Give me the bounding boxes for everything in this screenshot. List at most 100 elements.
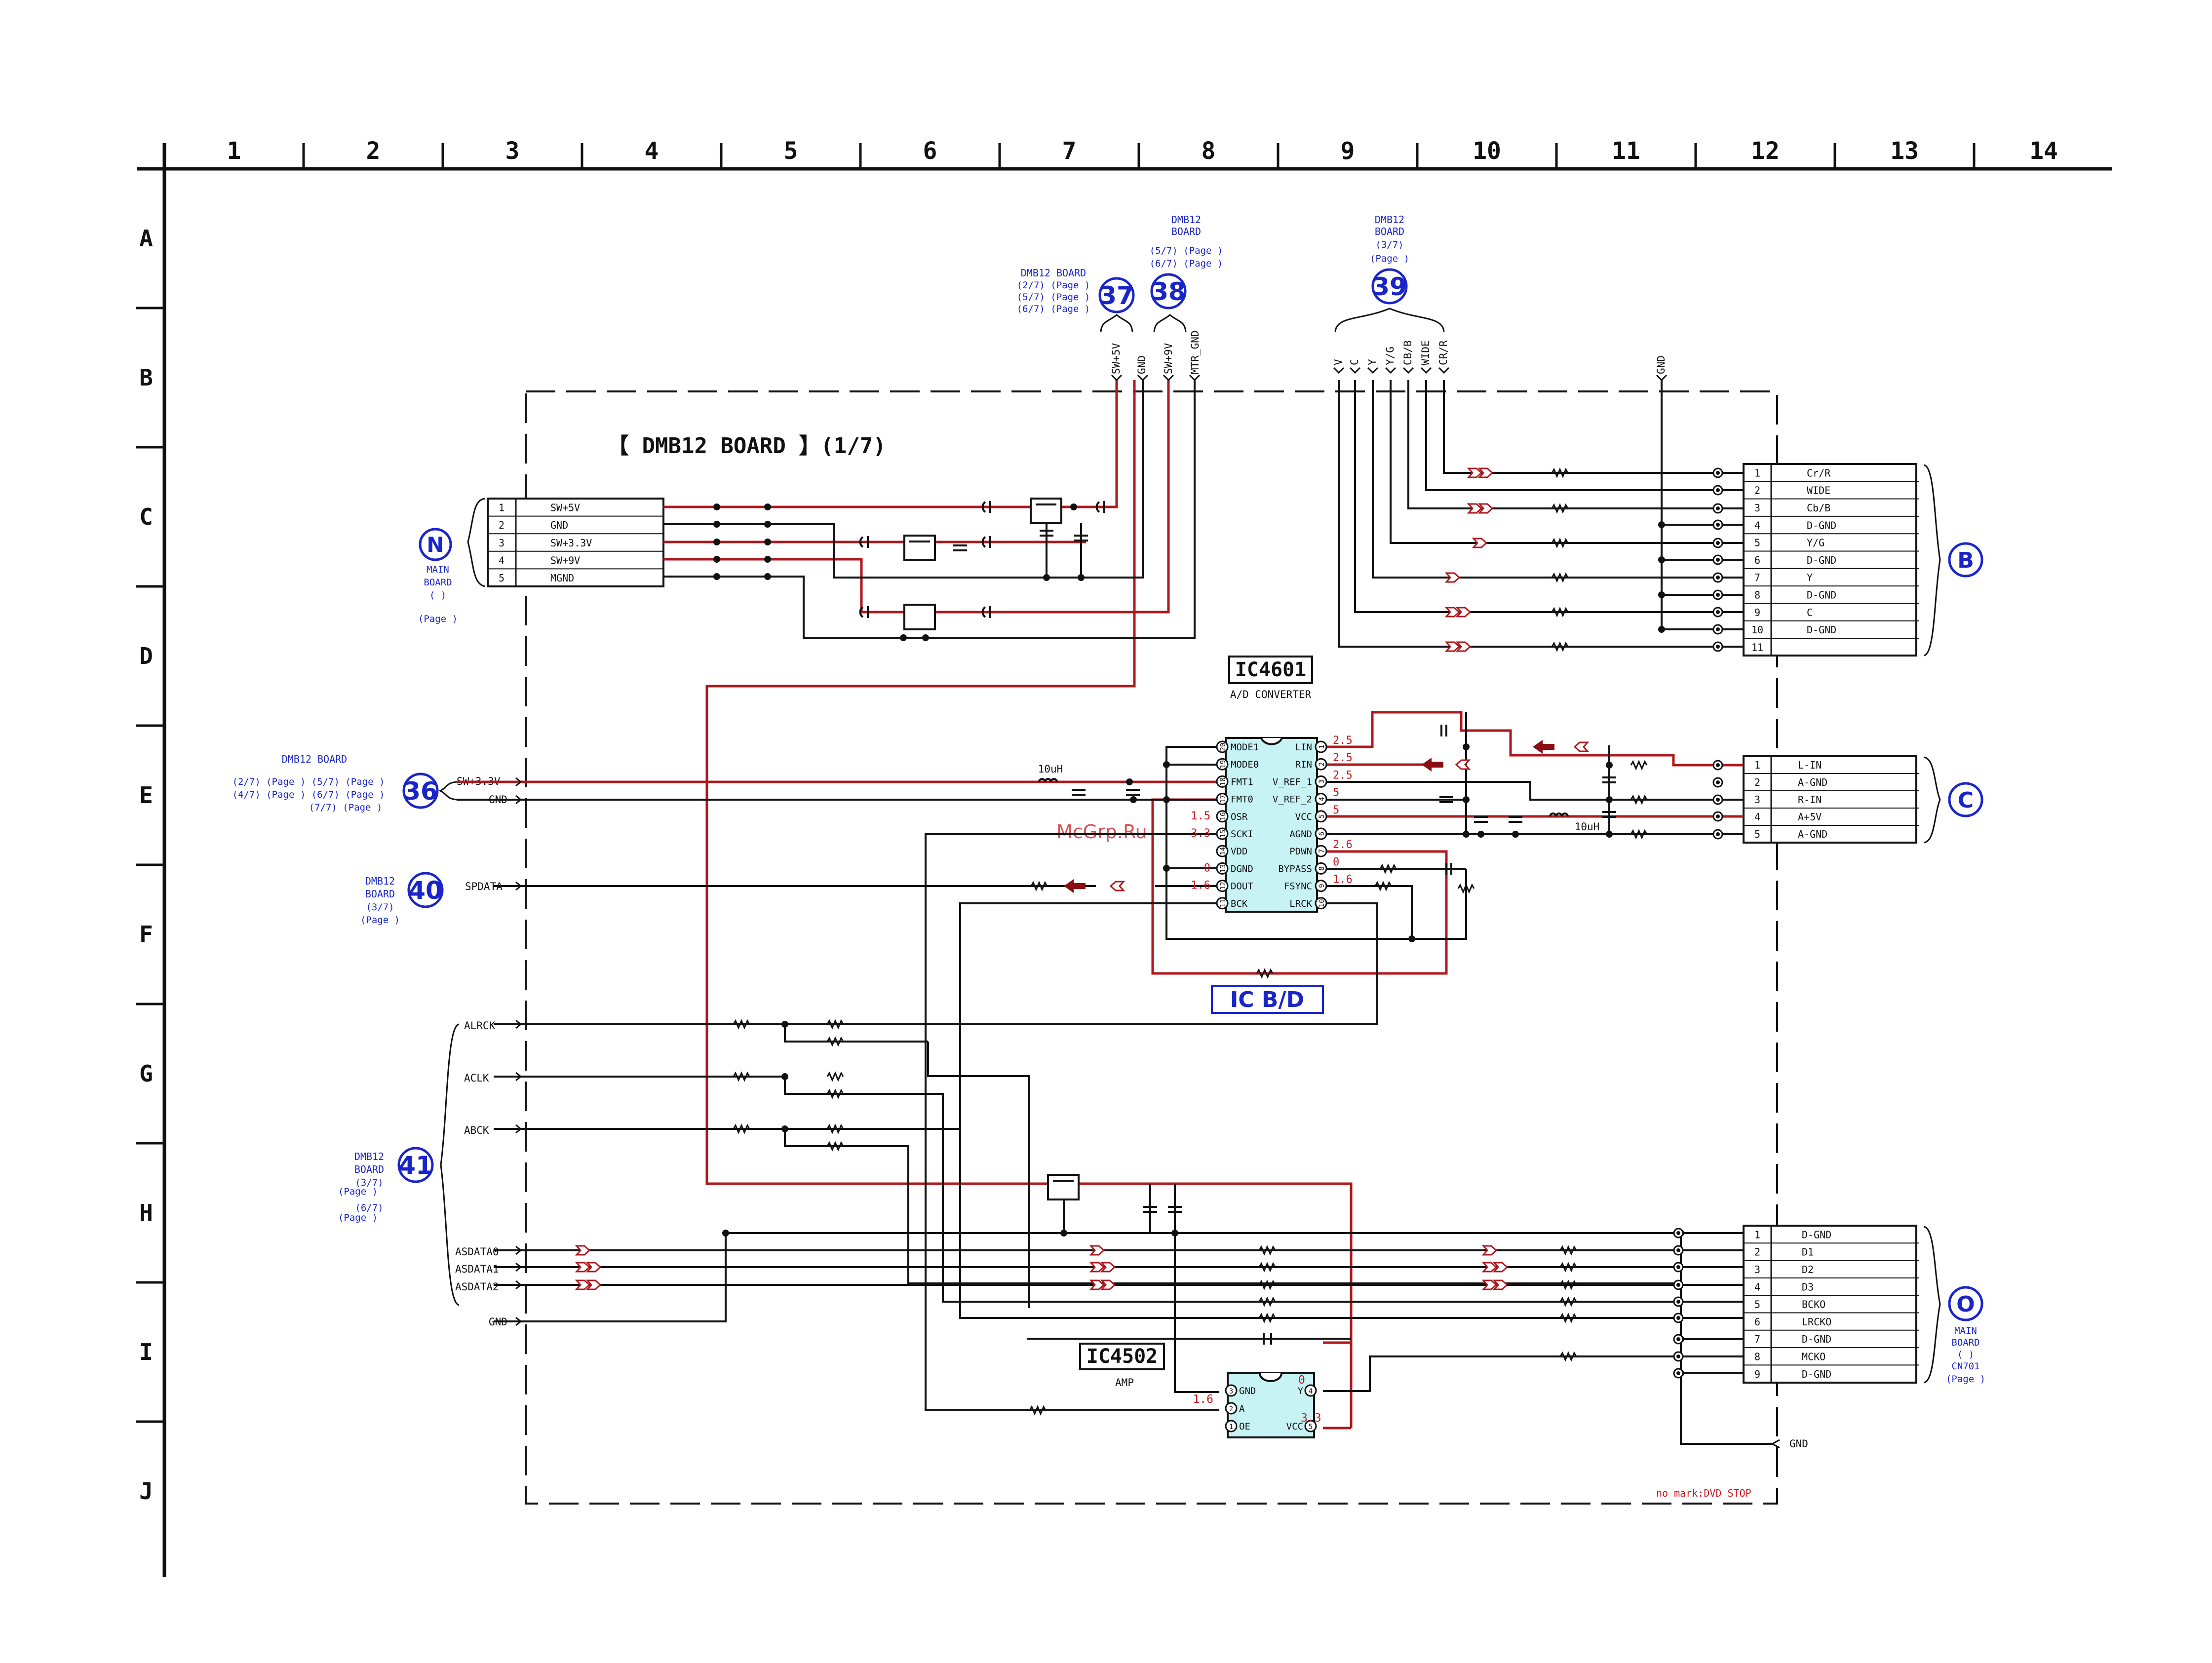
ic-pin-number: 12 (1219, 882, 1227, 890)
connector-n-label: BOARD (424, 577, 452, 588)
junction-dot (713, 539, 720, 545)
ref-38-label: (5/7) (Page ) (1150, 245, 1223, 256)
terminal-dot (1716, 627, 1720, 631)
ic-pin (1315, 862, 1327, 875)
resistor (733, 1123, 750, 1134)
voltage-label: 1.5 (1191, 810, 1210, 822)
ic-pin (1315, 845, 1327, 857)
ref-37-label: (6/7) (Page ) (1017, 304, 1090, 314)
connector-b-letter: B (1957, 548, 1974, 573)
flow-arrow (1467, 503, 1483, 514)
junction-dot (1658, 591, 1665, 598)
resistor (1551, 467, 1569, 478)
row-label: H (139, 1199, 153, 1226)
pin-number: 9 (1754, 607, 1760, 619)
ic-pin-number: 10 (1318, 899, 1326, 907)
resistor (1559, 1245, 1577, 1256)
voltage-label: 1.6 (1191, 880, 1210, 892)
junction-dot (1043, 574, 1050, 581)
net-label: ACLK (464, 1072, 489, 1084)
ic-pin-number: 9 (1318, 884, 1326, 888)
pin-number: 9 (1754, 1368, 1760, 1380)
terminal-dot (1676, 1283, 1680, 1287)
ic-pin-name: VCC (1286, 1421, 1303, 1432)
ic-pin (1225, 1420, 1238, 1432)
pin-name: A+5V (1798, 811, 1822, 823)
ic-pin-name: MODE1 (1231, 742, 1259, 753)
ic-pin (1315, 880, 1327, 892)
board-outline (525, 390, 1778, 1505)
flow-arrow (585, 1279, 602, 1290)
pin-name: LRCKO (1802, 1316, 1831, 1328)
ref-36-label: (4/7) (Page ) (6/7) (Page ) (233, 789, 385, 800)
junction-dot (1163, 865, 1170, 872)
net-label: SW+5V (1110, 343, 1122, 374)
resistors (733, 467, 1648, 1416)
ic-pin-number: 3 (1318, 779, 1326, 783)
ic-pin (1216, 862, 1229, 875)
column-label: 12 (1751, 137, 1780, 165)
flow-arrow (1089, 1262, 1105, 1273)
ic-pin-number: 2 (1318, 762, 1326, 766)
resistor (1551, 572, 1569, 583)
ref-37-number: 37 (1099, 281, 1134, 310)
pin-name: BCKO (1802, 1299, 1825, 1311)
junction-dot (764, 503, 771, 510)
junction-dot (1463, 743, 1470, 750)
ic-pin (1315, 897, 1327, 910)
resistor (1630, 829, 1648, 840)
flow-arrow (1444, 607, 1461, 618)
inductors: 10uH 10uH (1038, 763, 1600, 833)
connector-n-letter: N (427, 533, 444, 557)
flow-arrow (575, 1262, 591, 1273)
terminal-dot (1716, 488, 1720, 492)
ic-pin (1315, 810, 1327, 823)
voltage-label: 1.6 (1193, 1393, 1213, 1406)
brace (1334, 308, 1445, 332)
resistor (1630, 794, 1648, 805)
ref-36-label: (7/7) (Page ) (309, 802, 383, 813)
ic-pin-name: SCKI (1231, 829, 1253, 840)
terminal-dot (1716, 558, 1720, 562)
connector-o-label: ( ) (1957, 1349, 1974, 1360)
resistor (1630, 760, 1648, 771)
pin-number: 1 (1754, 467, 1760, 479)
ref-37-label: DMB12 BOARD (1021, 267, 1086, 279)
pin-name: D-GND (1807, 519, 1836, 531)
net-label: CB/B (1402, 340, 1414, 365)
junction-dot (764, 573, 771, 580)
ref-38-label: (6/7) (Page ) (1150, 258, 1223, 269)
ref-40-label: (3/7) (366, 902, 394, 913)
pin-name: D-GND (1807, 554, 1836, 566)
pin-number: 3 (1754, 502, 1760, 514)
ref-41-label: (3/7) (355, 1177, 383, 1188)
flow-arrow (1089, 1279, 1105, 1290)
ic-pin-name: VDD (1231, 846, 1247, 857)
column-label: 4 (645, 137, 659, 165)
terminal-dot (1716, 506, 1720, 510)
ic-pin-number: 8 (1318, 866, 1326, 870)
row-label: A (139, 225, 153, 252)
connector-c-letter: C (1958, 788, 1974, 813)
ref-callout-37: DMB12 BOARD (2/7) (Page ) (5/7) (Page ) … (1017, 267, 1135, 314)
pin-name: D-GND (1807, 589, 1836, 601)
net-label: ASDATA2 (455, 1281, 499, 1293)
voltage-label: 1.6 (1333, 874, 1353, 886)
pin-number: 1 (1754, 759, 1760, 771)
row-label: C (139, 503, 153, 530)
brace (440, 1023, 460, 1306)
pin-name: SW+3.3V (550, 537, 592, 549)
column-label: 8 (1202, 137, 1216, 165)
resistor (1258, 1262, 1276, 1273)
resistor (826, 1036, 844, 1047)
ic-pin (1216, 810, 1229, 823)
watermark-text: McGrp.Ru (1056, 821, 1147, 843)
resistor (1559, 1351, 1577, 1362)
junction-dot (1070, 503, 1077, 510)
pin-number: 11 (1751, 641, 1763, 653)
row-label: G (139, 1060, 153, 1087)
voltage-label: 5 (1333, 804, 1339, 816)
